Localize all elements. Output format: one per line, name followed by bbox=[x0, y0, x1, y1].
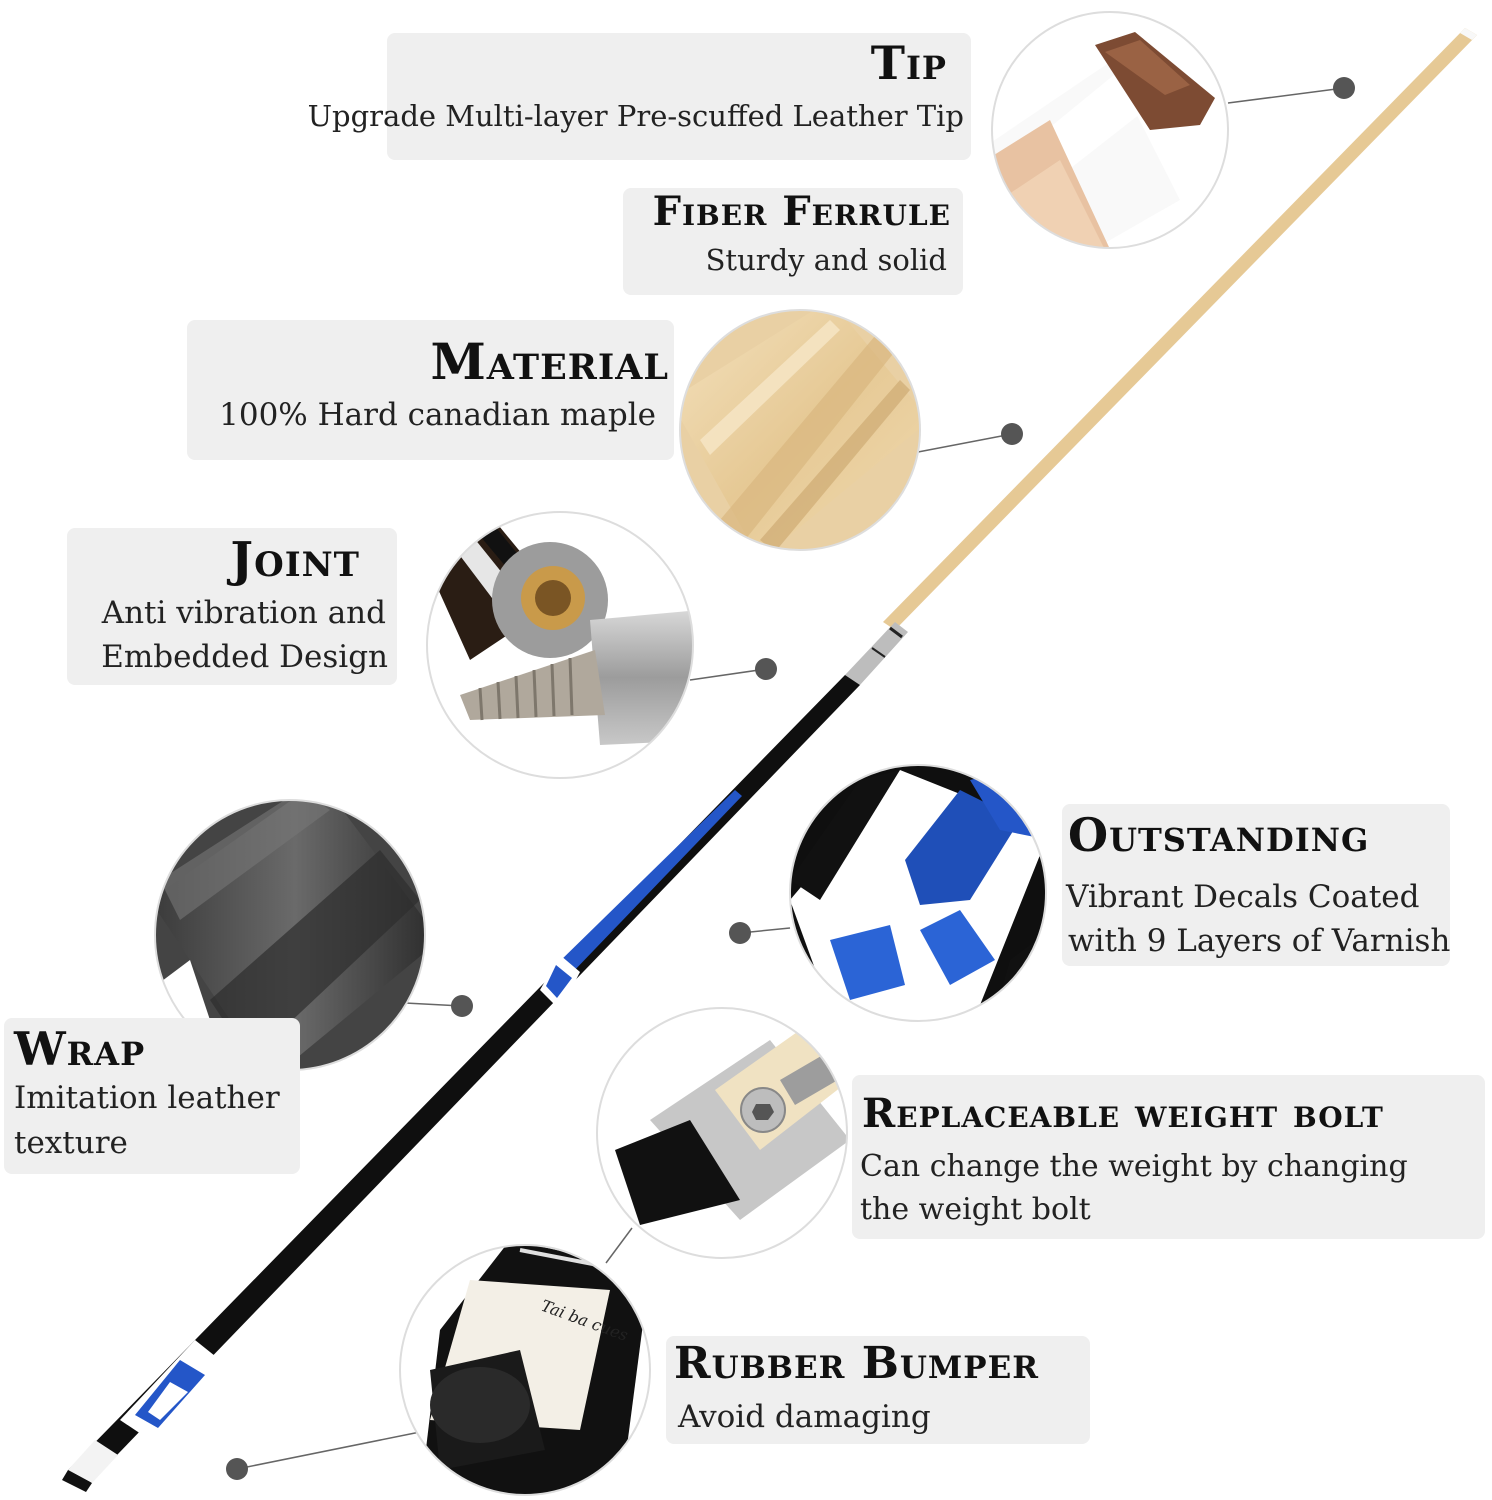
maple-detail-image bbox=[679, 309, 921, 551]
tip-description: Upgrade Multi-layer Pre-scuffed Leather … bbox=[307, 99, 964, 133]
outstanding-label-box bbox=[1062, 804, 1450, 966]
weight-bolt-detail-image bbox=[596, 1007, 848, 1259]
ferrule-description: Sturdy and solid bbox=[705, 243, 947, 277]
bolt-label-box bbox=[852, 1075, 1485, 1239]
outstanding-title: Outstanding bbox=[1068, 808, 1370, 862]
joint-detail-image bbox=[426, 511, 694, 779]
decal-detail-image bbox=[789, 764, 1047, 1022]
joint-label-box bbox=[67, 528, 397, 685]
material-label-box bbox=[187, 320, 674, 460]
bumper-description: Avoid damaging bbox=[678, 1399, 931, 1435]
bolt-title: Replaceable weight bolt bbox=[862, 1090, 1384, 1137]
wrap-description-line1: Imitation leather bbox=[14, 1080, 280, 1116]
material-description: 100% Hard canadian maple bbox=[219, 397, 656, 433]
leader-lines bbox=[236, 87, 1345, 1470]
joint-description-line1: Anti vibration and bbox=[101, 595, 386, 631]
bumper-title: Rubber Bumper bbox=[674, 1338, 1039, 1389]
joint-title: Joint bbox=[230, 532, 360, 588]
bumper-label-box bbox=[666, 1336, 1090, 1444]
ferrule-title: Fiber Ferrule bbox=[652, 188, 951, 235]
tip-detail-image bbox=[991, 11, 1229, 249]
bolt-description-line1: Can change the weight by changing bbox=[860, 1149, 1408, 1184]
tip-title: Tip bbox=[870, 36, 947, 90]
pool-cue-image bbox=[62, 28, 1477, 1492]
wrap-title: Wrap bbox=[14, 1022, 146, 1076]
leader-dots bbox=[226, 77, 1355, 1480]
tip-label-box bbox=[387, 33, 971, 160]
material-title: Material bbox=[430, 332, 669, 391]
ferrule-label-box bbox=[623, 188, 963, 295]
wrap-detail-image bbox=[154, 799, 426, 1071]
bumper-detail-image: Tai ba cues bbox=[399, 1244, 651, 1496]
outstanding-description-line1: Vibrant Decals Coated bbox=[1066, 879, 1420, 915]
outstanding-description-line2: with 9 Layers of Varnish bbox=[1068, 923, 1451, 959]
joint-description-line2: Embedded Design bbox=[101, 639, 388, 675]
bolt-description-line2: the weight bolt bbox=[860, 1192, 1091, 1227]
wrap-label-box bbox=[4, 1018, 300, 1174]
wrap-description-line2: texture bbox=[14, 1125, 128, 1161]
